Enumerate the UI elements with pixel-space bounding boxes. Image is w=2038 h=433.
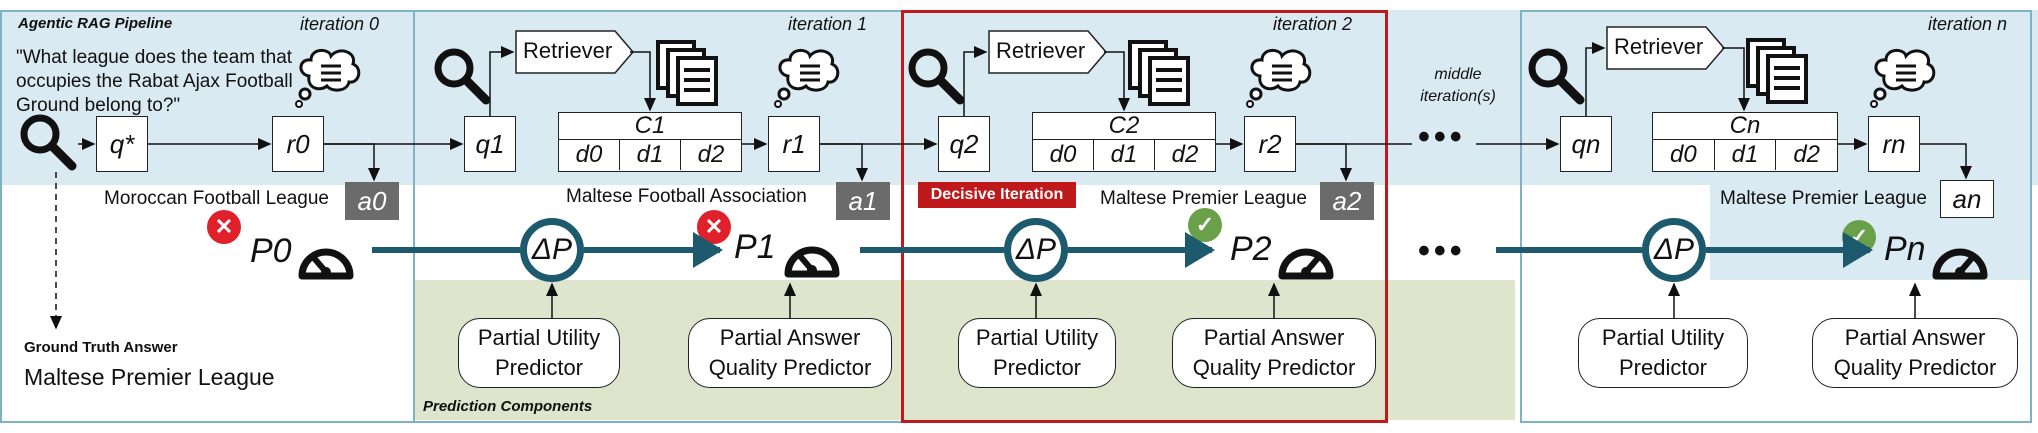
thought-bubble-icon — [1870, 49, 1936, 108]
iteration-2-label: iteration 2 — [1273, 14, 1353, 34]
retriever-label: Retriever — [1614, 34, 1704, 59]
question-text: "What league does the team that occupies… — [16, 47, 293, 116]
iteration-n-label: iteration n — [1928, 14, 2008, 34]
ground-truth-answer: Maltese Premier League — [24, 364, 275, 390]
doc-d0: d0 — [559, 140, 620, 170]
partial-quality-line2: Quality Predictor — [1833, 355, 1997, 380]
partial-utility-line1: Partial Utility — [477, 325, 601, 350]
node-q1: q1 — [464, 116, 516, 172]
delta-p-node: ΔP — [1642, 218, 1706, 282]
answer-an: an — [1940, 180, 1994, 218]
doc-d1: d1 — [1715, 140, 1777, 170]
partial-quality-line2: Quality Predictor — [708, 355, 872, 380]
partial-utility-line1: Partial Utility — [1601, 325, 1725, 350]
retriever-shape — [988, 30, 1107, 74]
cross-icon: ✕ — [697, 210, 731, 244]
node-r2: r2 — [1244, 116, 1296, 172]
doc-d2: d2 — [1171, 141, 1199, 168]
retriever-label: Retriever — [996, 38, 1086, 63]
node-qstar: q* — [96, 116, 148, 172]
ellipsis-bottom: ••• — [1418, 232, 1466, 270]
iteration-n-frame — [1520, 10, 2032, 423]
documents-icon — [1746, 38, 1808, 104]
doc-d2: d2 — [697, 141, 725, 168]
retriever-shape — [1606, 26, 1725, 70]
documents-icon — [656, 40, 718, 106]
partial-quality-line1: Partial Answer — [719, 325, 861, 350]
context-c1: C1 d0 d1 d2 — [558, 112, 742, 172]
magnifier-icon — [20, 114, 77, 171]
context-c2: C2 d0 d1 d2 — [1032, 112, 1216, 172]
doc-d1: d1 — [1094, 140, 1155, 170]
node-qn: qn — [1560, 116, 1612, 172]
check-icon: ✓ — [1842, 220, 1876, 254]
answer-a2-text: Maltese Premier League — [1100, 188, 1307, 209]
partial-quality-line1: Partial Answer — [1844, 325, 1986, 350]
doc-d0: d0 — [1033, 140, 1094, 170]
doc-d0: d0 — [1653, 140, 1715, 170]
doc-d2: d2 — [1793, 141, 1821, 168]
answer-a0-text: Moroccan Football League — [104, 188, 329, 209]
magnifier-icon — [434, 48, 491, 105]
doc-d1: d1 — [620, 140, 681, 170]
node-rn: rn — [1868, 116, 1920, 172]
ground-truth-heading: Ground Truth Answer — [24, 339, 178, 356]
pipeline-title: Agentic RAG Pipeline — [18, 15, 173, 32]
iteration-2-frame — [901, 10, 1388, 423]
p0-label: P0 — [250, 232, 292, 270]
magnifier-icon — [908, 48, 965, 105]
partial-utility-line2: Predictor — [992, 355, 1082, 380]
delta-p-node: ΔP — [520, 218, 584, 282]
partial-quality-line2: Quality Predictor — [1192, 355, 1356, 380]
answer-a2: a2 — [1320, 182, 1374, 220]
p2-label: P2 — [1230, 230, 1272, 268]
retriever-shape — [515, 30, 634, 74]
node-r1: r1 — [768, 116, 820, 172]
magnifier-icon — [1528, 48, 1585, 105]
answer-a1: a1 — [836, 182, 890, 220]
retriever-label: Retriever — [523, 38, 613, 63]
thought-bubble-icon — [295, 49, 361, 108]
partial-utility-line1: Partial Utility — [975, 325, 1099, 350]
p1-label: P1 — [734, 228, 776, 266]
answer-an-text: Maltese Premier League — [1720, 188, 1927, 209]
ellipsis-top: ••• — [1418, 118, 1466, 156]
gap — [1515, 185, 1523, 420]
node-r0: r0 — [272, 116, 324, 172]
context-cn: Cn d0 d1 d2 — [1652, 112, 1838, 172]
thought-bubble-icon — [774, 49, 840, 108]
middle-iterations-label: middle iteration(s) — [1420, 66, 1496, 105]
partial-utility-line2: Predictor — [494, 355, 584, 380]
gauge-icon — [298, 248, 354, 280]
context-cn-title: Cn — [1653, 112, 1837, 140]
gauge-icon — [1932, 248, 1988, 280]
documents-icon — [1128, 40, 1190, 106]
prediction-components-title: Prediction Components — [423, 398, 593, 415]
decisive-iteration-badge: Decisive Iteration — [918, 182, 1076, 208]
answer-a0: a0 — [345, 182, 399, 220]
gauge-icon — [1278, 248, 1334, 280]
thought-bubble-icon — [1246, 49, 1312, 108]
gauge-icon — [784, 246, 840, 278]
partial-utility-line2: Predictor — [1618, 355, 1708, 380]
check-icon: ✓ — [1188, 208, 1222, 242]
context-c1-title: C1 — [559, 112, 741, 140]
iteration-1-label: iteration 1 — [788, 14, 868, 34]
partial-quality-line1: Partial Answer — [1203, 325, 1345, 350]
delta-p-node: ΔP — [1004, 218, 1068, 282]
context-c2-title: C2 — [1033, 112, 1215, 140]
answer-a1-text: Maltese Football Association — [566, 186, 807, 207]
pn-label: Pn — [1884, 230, 1926, 268]
node-q2: q2 — [938, 116, 990, 172]
iteration-0-label: iteration 0 — [300, 14, 380, 34]
cross-icon: ✕ — [207, 210, 241, 244]
